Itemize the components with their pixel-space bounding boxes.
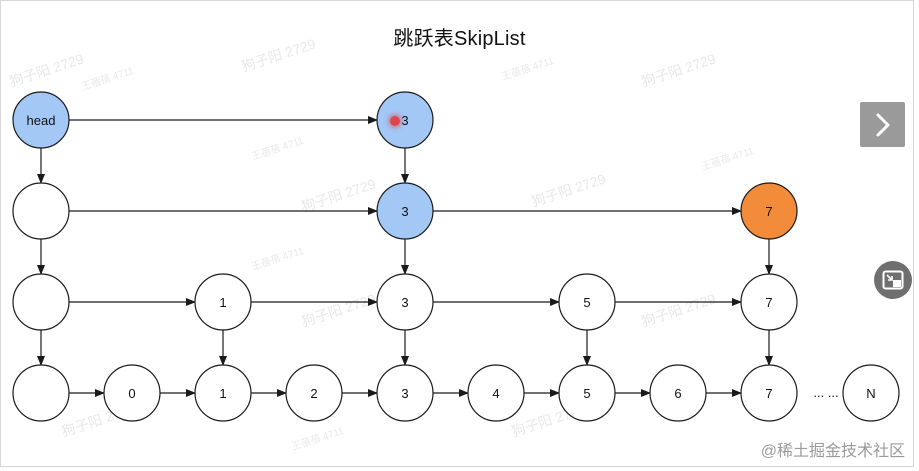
node-circle bbox=[558, 273, 616, 331]
picture-in-picture-button[interactable] bbox=[874, 261, 912, 299]
skiplist-node: 3 bbox=[376, 364, 434, 422]
node-label: 3 bbox=[401, 113, 408, 128]
skiplist-node: 7 bbox=[740, 364, 798, 422]
node-label: 7 bbox=[765, 204, 772, 219]
skiplist-node: head bbox=[12, 91, 70, 149]
node-label: 3 bbox=[401, 386, 408, 401]
cursor-click-indicator bbox=[390, 116, 400, 126]
skiplist-node: 7 bbox=[740, 182, 798, 240]
node-circle bbox=[740, 364, 798, 422]
node-label: 0 bbox=[128, 386, 135, 401]
skiplist-node: 5 bbox=[558, 273, 616, 331]
skiplist-node: N bbox=[842, 364, 900, 422]
skiplist-node bbox=[12, 273, 70, 331]
node-label: 1 bbox=[219, 295, 226, 310]
skiplist-node: 2 bbox=[285, 364, 343, 422]
diagram-title: 跳跃表SkipList bbox=[393, 28, 526, 50]
pip-icon bbox=[882, 270, 904, 290]
skiplist-node: 3 bbox=[376, 273, 434, 331]
skiplist-node: 1 bbox=[194, 273, 252, 331]
node-circle bbox=[376, 364, 434, 422]
node-circle bbox=[842, 364, 900, 422]
node-circle bbox=[467, 364, 525, 422]
node-label: 7 bbox=[765, 386, 772, 401]
node-label: 4 bbox=[492, 386, 499, 401]
node-label: 3 bbox=[401, 295, 408, 310]
skiplist-node: 3 bbox=[376, 91, 434, 149]
skiplist-node: 5 bbox=[558, 364, 616, 422]
node-label: 1 bbox=[219, 386, 226, 401]
node-circle bbox=[740, 182, 798, 240]
node-circle bbox=[376, 273, 434, 331]
node-circle bbox=[12, 182, 70, 240]
source-credit: @稀土掘金技术社区 bbox=[760, 443, 905, 460]
skiplist-node: 6 bbox=[649, 364, 707, 422]
ellipsis-label: ... ... bbox=[813, 385, 838, 400]
node-label: 5 bbox=[583, 386, 590, 401]
node-label: 5 bbox=[583, 295, 590, 310]
next-slide-button[interactable] bbox=[860, 102, 905, 147]
node-circle bbox=[558, 364, 616, 422]
node-label: 7 bbox=[765, 295, 772, 310]
node-label: head bbox=[27, 113, 56, 128]
skiplist-node: 4 bbox=[467, 364, 525, 422]
node-circle bbox=[103, 364, 161, 422]
skiplist-node: 3 bbox=[376, 182, 434, 240]
edges-layer bbox=[37, 116, 773, 397]
node-label: 6 bbox=[674, 386, 681, 401]
node-circle bbox=[376, 182, 434, 240]
node-label: N bbox=[866, 386, 875, 401]
node-circle bbox=[194, 273, 252, 331]
node-circle bbox=[12, 364, 70, 422]
skiplist-node bbox=[12, 364, 70, 422]
chevron-right-icon bbox=[876, 113, 889, 136]
node-circle bbox=[12, 91, 70, 149]
node-circle bbox=[376, 91, 434, 149]
skiplist-node: 7 bbox=[740, 273, 798, 331]
node-circle bbox=[285, 364, 343, 422]
node-circle bbox=[740, 273, 798, 331]
skiplist-node: 0 bbox=[103, 364, 161, 422]
node-label: 2 bbox=[310, 386, 317, 401]
skiplist-node: 1 bbox=[194, 364, 252, 422]
node-circle bbox=[649, 364, 707, 422]
node-circle bbox=[12, 273, 70, 331]
node-circle bbox=[194, 364, 252, 422]
skiplist-node bbox=[12, 182, 70, 240]
node-label: 3 bbox=[401, 204, 408, 219]
